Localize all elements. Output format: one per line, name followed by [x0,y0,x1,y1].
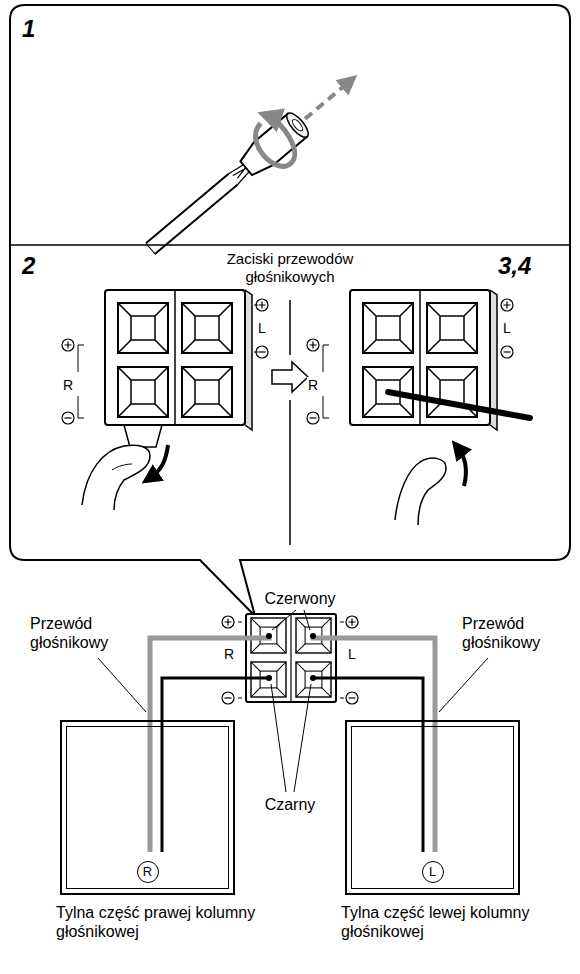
wire-color: Czarny [263,795,318,814]
speaker-caption: Tylna część lewej kolumny głośnikowej [341,903,546,941]
channel-letter: L [502,320,512,336]
terminal-title: Zaciski przewodów głośnikowych [200,250,380,286]
channel-mark: L [422,861,444,883]
wire-color: Czerwony [262,589,337,608]
step-number: 2 [22,253,35,279]
channel-letter: L [347,646,357,662]
channel-letter: R [223,646,235,662]
channel-letter: L [257,320,267,336]
speaker-box: LTylna część lewej kolumny głośnikowej [345,720,520,895]
step-number: 3,4 [498,253,531,279]
channel-letter: R [62,377,74,393]
speaker-box: RTylna część prawej kolumny głośnikowej [60,720,235,895]
channel-mark: R [137,861,159,883]
step-number: 1 [22,16,35,42]
wire-name: Przewód głośnikowy [462,614,572,652]
speaker-caption: Tylna część prawej kolumny głośnikowej [56,903,261,941]
wire-name: Przewód głośnikowy [30,614,135,652]
channel-letter: R [307,377,319,393]
